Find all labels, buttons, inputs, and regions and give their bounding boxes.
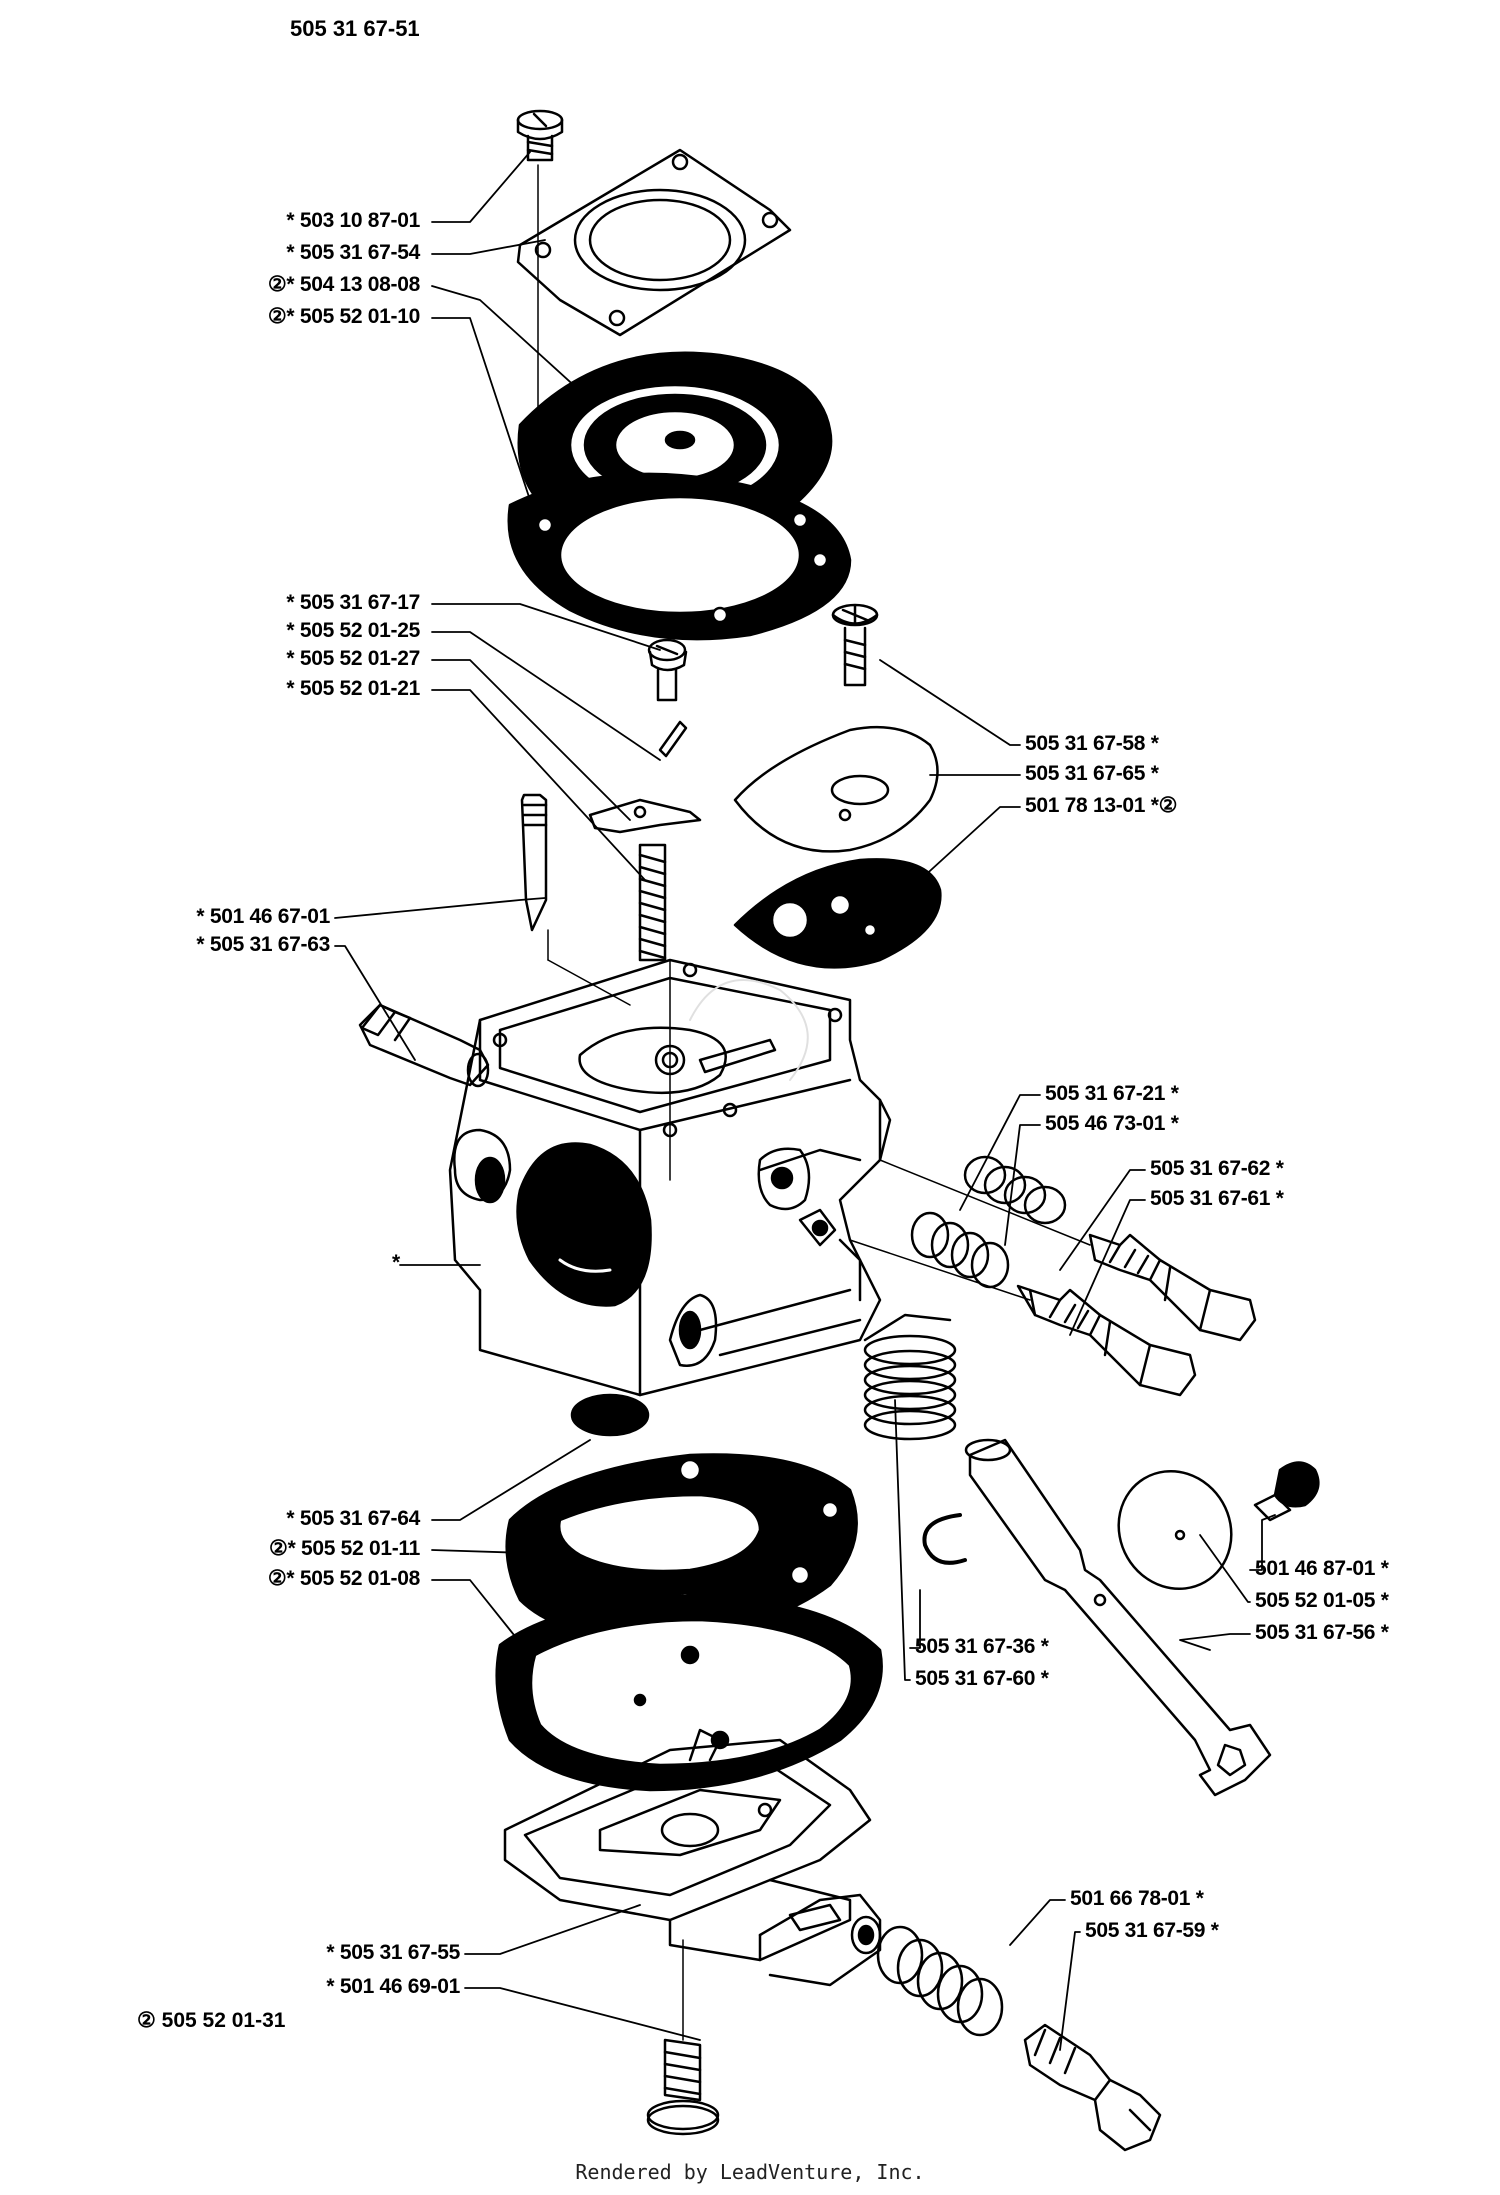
footer-credit: Rendered by LeadVenture, Inc. — [575, 2160, 925, 2184]
part-label: * 505 52 01-27 — [286, 647, 420, 670]
needle-lever-parts — [520, 638, 702, 962]
part-label: 505 52 01-05 * — [1255, 1589, 1389, 1612]
fuel-inlet — [358, 1003, 490, 1088]
cover-plate — [733, 725, 939, 853]
part-label: * 505 31 67-63 — [196, 933, 330, 956]
gasket-right — [733, 858, 942, 969]
part-label: * 501 46 69-01 — [326, 1975, 460, 1998]
part-label: * — [392, 1251, 400, 1274]
part-label: 501 46 87-01 * — [1255, 1557, 1389, 1580]
throttle-shaft — [964, 1438, 1272, 1797]
leader-lines — [334, 151, 1276, 2051]
bottom-screw — [646, 1939, 720, 2136]
part-label: * 505 31 67-64 — [286, 1507, 420, 1530]
part-label: ②* 504 13 08-08 — [267, 273, 420, 296]
throttle-spring — [863, 1313, 957, 1441]
part-label: 505 31 67-61 * — [1150, 1187, 1284, 1210]
part-label: 505 31 67-59 * — [1085, 1919, 1219, 1942]
throttle-plate — [1117, 1461, 1320, 1591]
bottom-cover — [503, 1728, 882, 1987]
part-label: 505 31 67-62 * — [1150, 1157, 1284, 1180]
idle-spring-screw — [876, 1925, 1162, 2152]
pump-cover — [516, 148, 792, 337]
part-label: * 501 46 67-01 — [196, 905, 330, 928]
part-label: 505 31 67-60 * — [915, 1667, 1049, 1690]
top-screw — [516, 109, 564, 162]
part-label: 505 46 73-01 * — [1045, 1112, 1179, 1135]
part-label: ②* 505 52 01-08 — [267, 1567, 420, 1590]
part-label: ②* 505 52 01-10 — [267, 305, 420, 328]
part-label: * 505 31 67-54 — [286, 241, 420, 264]
part-label: ②* 505 52 01-11 — [269, 1537, 420, 1560]
adjustment-needles — [1016, 1233, 1257, 1397]
part-label: 505 31 67-56 * — [1255, 1621, 1389, 1644]
part-label: * 505 52 01-25 — [286, 619, 420, 642]
part-label: 501 66 78-01 * — [1070, 1887, 1204, 1910]
diagram-title: 505 31 67-51 — [290, 16, 420, 41]
right-screw — [831, 603, 879, 687]
part-label: * 505 31 67-55 — [326, 1941, 460, 1964]
part-label: 505 31 67-65 * — [1025, 762, 1159, 785]
part-label: * 505 31 67-17 — [286, 591, 420, 614]
part-label: 505 31 67-36 * — [915, 1635, 1049, 1658]
part-label: 505 31 67-58 * — [1025, 732, 1159, 755]
metering-parts — [495, 1393, 883, 1792]
kit-footnote: ② 505 52 01-31 — [137, 2009, 286, 2032]
carburetor-body — [448, 958, 892, 1397]
part-label: 501 78 13-01 *② — [1025, 794, 1178, 817]
springs-right — [910, 1155, 1067, 1289]
retaining-clip — [922, 1513, 967, 1565]
diaphragm-gasket — [507, 351, 852, 641]
part-label: * 505 52 01-21 — [286, 677, 420, 700]
part-label: 505 31 67-21 * — [1045, 1082, 1179, 1105]
watermark-mark — [689, 979, 809, 1081]
part-label: * 503 10 87-01 — [286, 209, 420, 232]
